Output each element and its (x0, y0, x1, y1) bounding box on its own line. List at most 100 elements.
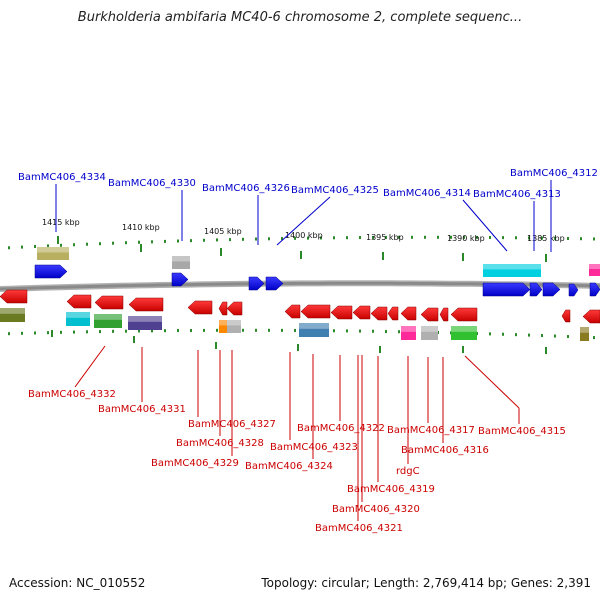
inner-tick-dot (333, 329, 335, 333)
forward-gene (171, 272, 189, 287)
feature-box-olive-highlight (37, 247, 69, 253)
forward-gene (529, 282, 543, 297)
inner-tick-dot (502, 332, 504, 336)
inner-tick-dot (60, 330, 62, 334)
inner-major-tick (462, 346, 464, 353)
inner-tick-dot (216, 328, 218, 332)
outer-tick-dot (294, 236, 296, 240)
outer-major-tick (220, 248, 222, 256)
outer-tick-dot (515, 236, 517, 240)
tick-label: 1400 kbp (285, 231, 323, 240)
outer-tick-dot (359, 236, 361, 240)
outer-tick-dot (320, 236, 322, 240)
outer-tick-dot (528, 236, 530, 240)
reverse-gene-label: BamMC406_4329 (151, 458, 239, 469)
outer-major-tick (382, 252, 384, 260)
forward-gene (34, 264, 68, 279)
reverse-gene-label: BamMC406_4331 (98, 404, 186, 415)
forward-gene-label: BamMC406_4312 (510, 168, 598, 179)
feature-box-orange-highlight (219, 320, 227, 326)
forward-gene-label: BamMC406_4326 (202, 183, 290, 194)
inner-tick-dot (138, 329, 140, 333)
forward-gene (248, 276, 265, 291)
outer-tick-dot (125, 241, 127, 245)
reverse-gene (226, 301, 243, 316)
reverse-gene-label: BamMC406_4324 (245, 461, 333, 472)
tick-label: 1385 kbp (527, 234, 565, 243)
reverse-gene-label: BamMC406_4328 (176, 438, 264, 449)
inner-tick-dot (385, 329, 387, 333)
reverse-gene-label: BamMC406_4317 (387, 425, 475, 436)
tick-label: 1405 kbp (204, 227, 242, 236)
inner-tick-dot (593, 336, 595, 340)
outer-tick-dot (216, 238, 218, 242)
outer-tick-dot (203, 238, 205, 242)
outer-major-tick (462, 253, 464, 261)
reverse-gene (0, 289, 28, 304)
outer-tick-dot (437, 235, 439, 239)
inner-major-tick (297, 344, 299, 351)
feature-box-green-highlight (451, 326, 477, 332)
reverse-gene-label: BamMC406_4332 (28, 389, 116, 400)
forward-gene-label: BamMC406_4313 (473, 189, 561, 200)
forward-leader-line (276, 196, 331, 246)
reverse-gene-label: BamMC406_4319 (347, 484, 435, 495)
inner-tick-dot (242, 328, 244, 332)
reverse-gene (450, 307, 478, 322)
reverse-gene (128, 297, 164, 312)
feature-box-magenta (589, 264, 600, 276)
outer-major-tick (57, 236, 59, 244)
forward-gene (568, 283, 579, 297)
outer-tick-dot (424, 235, 426, 239)
inner-tick-dot (177, 329, 179, 333)
tick-label: 1395 kbp (366, 233, 404, 242)
tick-label: 1415 kbp (42, 218, 80, 227)
tick-label: 1390 kbp (447, 234, 485, 243)
outer-major-tick (140, 244, 142, 252)
inner-tick-dot (125, 329, 127, 333)
feature-box-gray-highlight (421, 326, 438, 332)
feature-box-steelblue (299, 323, 329, 337)
outer-tick-dot (190, 239, 192, 243)
outer-tick-dot (489, 236, 491, 240)
outer-major-tick (545, 254, 547, 262)
inner-tick-dot (8, 332, 10, 336)
feature-box-gray-highlight (227, 320, 241, 326)
inner-tick-dot (294, 328, 296, 332)
forward-gene-label: BamMC406_4334 (18, 172, 106, 183)
inner-tick-dot (528, 333, 530, 337)
outer-tick-dot (73, 243, 75, 247)
reverse-leader-line (74, 345, 106, 388)
inner-tick-dot (151, 329, 153, 333)
outer-tick-dot (554, 236, 556, 240)
reverse-gene-label: BamMC406_4323 (270, 442, 358, 453)
reverse-gene (218, 301, 228, 316)
forward-gene (482, 282, 531, 297)
outer-tick-dot (372, 235, 374, 239)
outer-tick-dot (60, 243, 62, 247)
outer-tick-dot (476, 235, 478, 239)
inner-tick-dot (86, 330, 88, 334)
inner-major-tick (133, 336, 135, 343)
feature-box-olive-highlight (580, 327, 589, 333)
inner-major-tick (379, 346, 381, 353)
forward-gene (265, 276, 284, 291)
outer-tick-dot (398, 235, 400, 239)
forward-gene-label: BamMC406_4330 (108, 178, 196, 189)
outer-tick-dot (151, 240, 153, 244)
feature-box-green-highlight (94, 314, 122, 320)
inner-tick-dot (203, 328, 205, 332)
tick-label: 1410 kbp (122, 223, 160, 232)
reverse-gene (94, 295, 124, 310)
summary-text: Topology: circular; Length: 2,769,414 bp… (261, 576, 591, 590)
outer-tick-dot (450, 235, 452, 239)
reverse-gene-label: BamMC406_4315 (478, 426, 566, 437)
feature-box-olive (580, 327, 589, 341)
outer-tick-dot (307, 236, 309, 240)
feature-box-cyan (483, 264, 541, 277)
feature-box-green (94, 314, 122, 328)
outer-tick-dot (21, 245, 23, 249)
outer-tick-dot (229, 238, 231, 242)
feature-box-gray-highlight (172, 256, 190, 262)
